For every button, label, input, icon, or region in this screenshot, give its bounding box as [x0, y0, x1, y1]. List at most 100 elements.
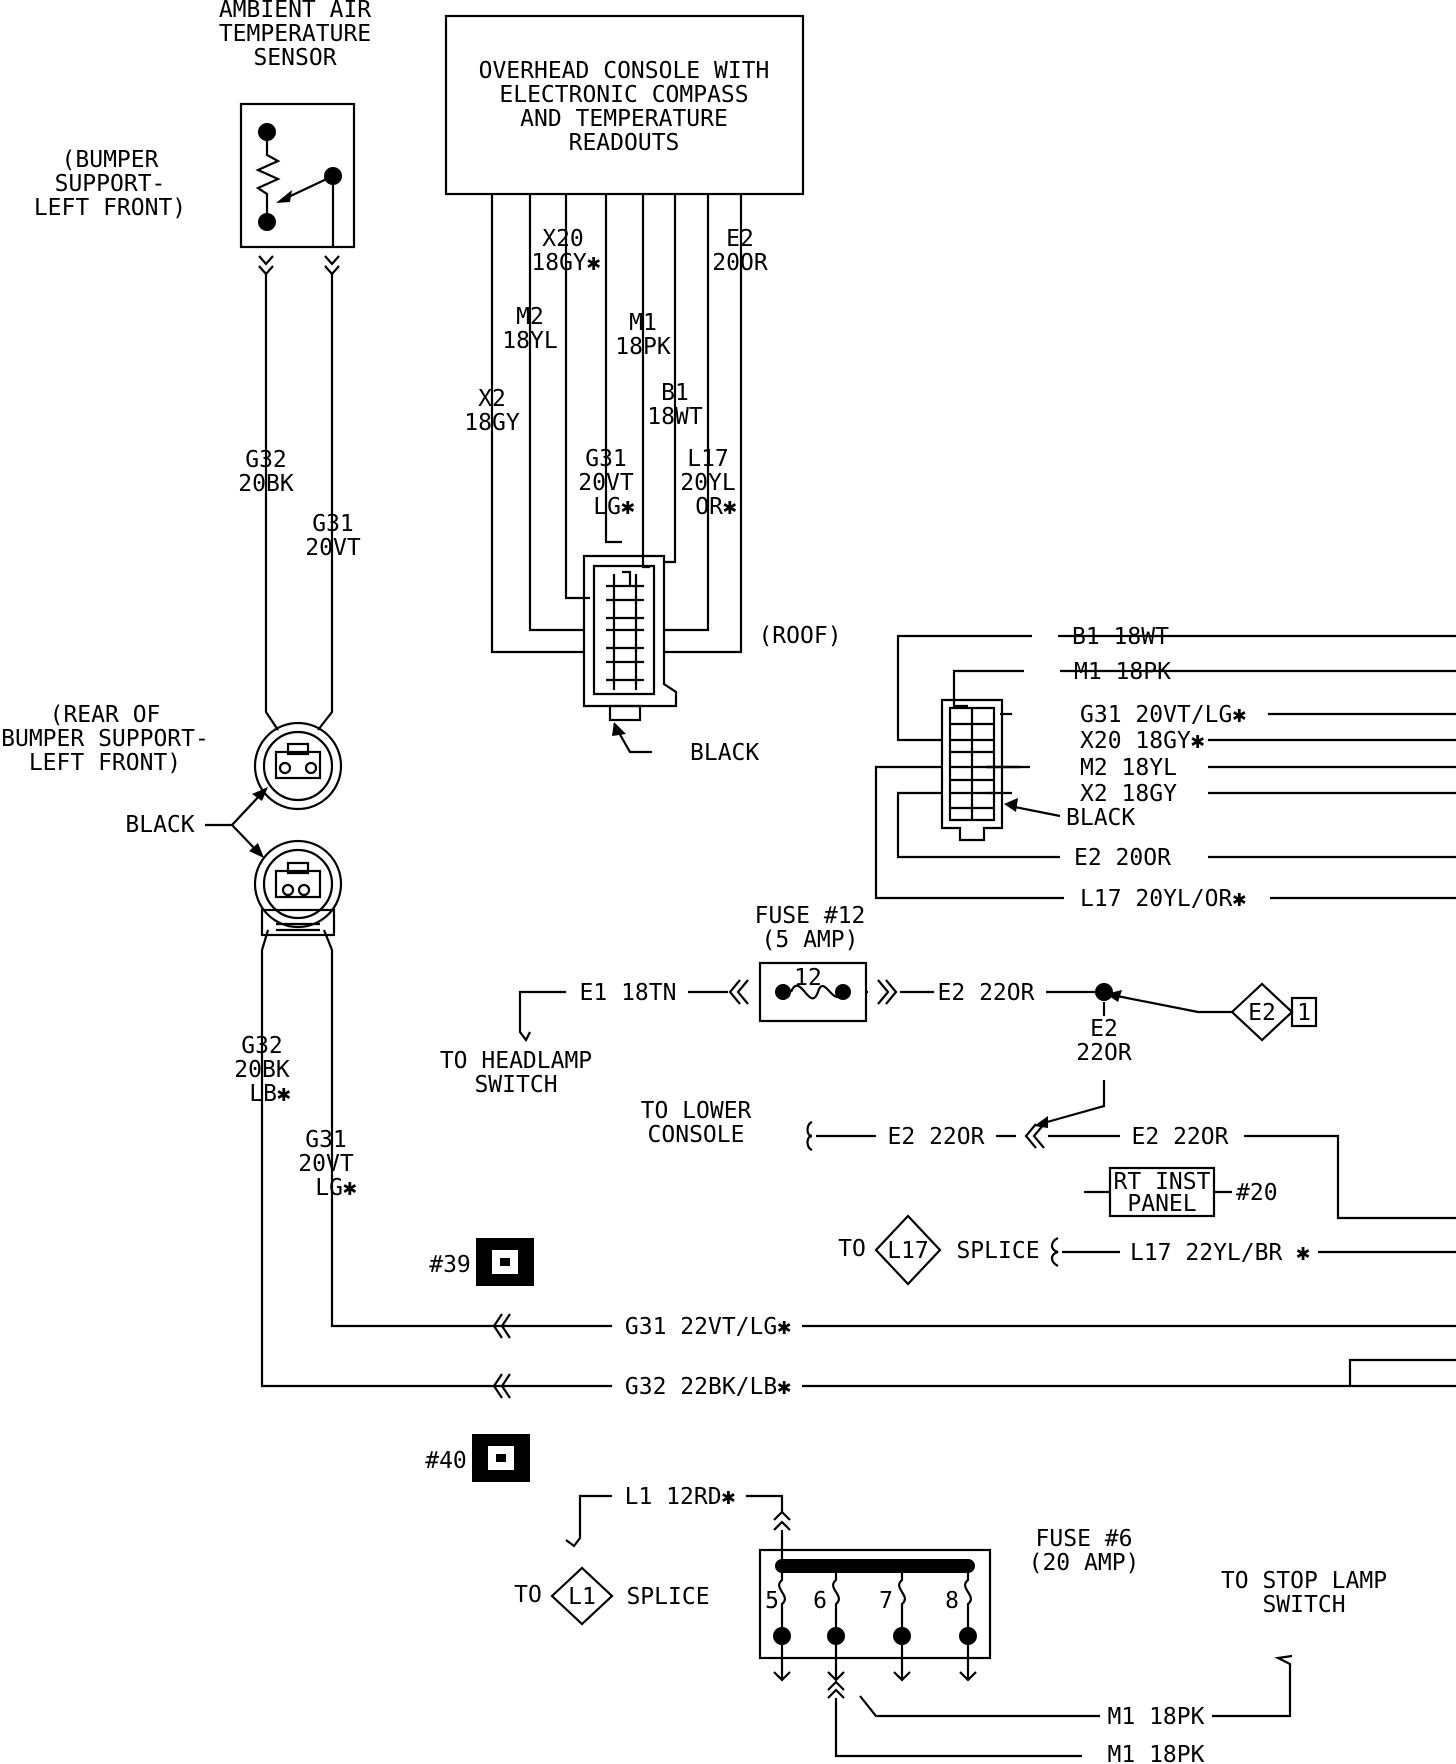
headlamp-1: TO HEADLAMP: [440, 1048, 592, 1074]
fuse6-pin5: 5: [765, 1588, 779, 1614]
ref-40-icon: [472, 1434, 530, 1482]
headlamp-2: SWITCH: [474, 1072, 557, 1098]
roof-connector: [582, 554, 678, 754]
rt-inst-line1: RT INST: [1114, 1169, 1211, 1195]
rc-m1: M1 18PK: [1074, 659, 1171, 685]
wire-x2-spec: 18GY: [464, 410, 520, 436]
wire-g31-spec: 20VT: [578, 470, 634, 496]
wire-l17-spec2: OR✱: [695, 494, 737, 520]
e2-drop-spec: 22OR: [1076, 1040, 1132, 1066]
wire-g31-code: G31: [585, 446, 627, 472]
wire-g31-spec2: LG✱: [593, 494, 635, 520]
sensor-g32-code: G32: [245, 447, 287, 473]
wire-m1-code: M1: [629, 310, 657, 336]
console-title-4: READOUTS: [569, 130, 680, 156]
lower-g32-spec: 20BK: [234, 1057, 290, 1083]
ref-40: #40: [425, 1448, 467, 1474]
rc-x2: X2 18GY: [1080, 781, 1177, 807]
console-title-1: OVERHEAD CONSOLE WITH: [479, 58, 770, 84]
fuse12-rating: (5 AMP): [762, 927, 859, 953]
sensor-g31-code: G31: [312, 511, 354, 537]
black-connector-leaders: [205, 787, 268, 858]
ref-39: #39: [429, 1252, 471, 1278]
fuse6-pin8: 8: [945, 1588, 959, 1614]
bumper-connector-female: [253, 839, 343, 937]
l1-code: L1: [568, 1584, 596, 1610]
fuse6-pin7: 7: [879, 1588, 893, 1614]
lower-g31-code: G31: [305, 1127, 347, 1153]
rc-black: BLACK: [1066, 805, 1135, 831]
m1-outputs: [827, 1654, 1293, 1758]
fuse12-number: 12: [794, 965, 822, 991]
rear-bumper-2: BUMPER SUPPORT-: [1, 726, 209, 752]
rc-x20: X20 18GY✱: [1080, 728, 1205, 754]
fuse12-symbol: [518, 961, 934, 1043]
lower-g31-spec: 20VT: [298, 1151, 354, 1177]
bumper-connector-male: [253, 721, 343, 811]
wire-x20-spec: 18GY✱: [531, 250, 600, 276]
wire-m1-spec: 18PK: [615, 334, 671, 360]
stop-lamp-1: TO STOP LAMP: [1221, 1568, 1387, 1594]
lower-console-2: CONSOLE: [648, 1122, 745, 1148]
lower-console-wire-left: E2 22OR: [888, 1124, 985, 1150]
l1-splice-word: SPLICE: [626, 1584, 709, 1610]
rc-e2: E2 20OR: [1074, 845, 1171, 871]
l1-to: TO: [514, 1582, 542, 1608]
g31-bottom-label: G31 22VT/LG✱: [625, 1314, 791, 1340]
sensor-title-2: TEMPERATURE: [219, 21, 371, 47]
l17-splice-diamond: [874, 1214, 942, 1286]
m1-output-a: M1 18PK: [1108, 1704, 1205, 1730]
l1-wire-label: L1 12RD✱: [625, 1484, 736, 1510]
wire-e2-code: E2: [726, 226, 754, 252]
sensor-g31-spec: 20VT: [305, 535, 361, 561]
bottom-wire-breaks: [492, 1310, 1456, 1402]
lower-console-1: TO LOWER: [641, 1098, 752, 1124]
e2-drop-code: E2: [1090, 1016, 1118, 1042]
rc-b1: B1 18WT: [1072, 624, 1169, 650]
rc-l17: L17 20YL/OR✱: [1080, 886, 1246, 912]
rear-bumper-3: LEFT FRONT): [29, 750, 181, 776]
lower-console-wire-right: E2 22OR: [1132, 1124, 1229, 1150]
rt-inst-ref: #20: [1236, 1180, 1278, 1206]
ambient-sensor-symbol: [239, 102, 356, 249]
l17-code: L17: [887, 1238, 929, 1264]
fuse12-left-wire: E1 18TN: [580, 980, 677, 1006]
e2-splice-node: [1034, 983, 1232, 1128]
wire-x2-code: X2: [478, 386, 506, 412]
rt-inst-panel-box: [1084, 1166, 1232, 1218]
wire-m2-spec: 18YL: [502, 328, 557, 354]
l1-wire: [565, 1494, 791, 1562]
overhead-console-box: [444, 14, 805, 196]
right-connector-body: [940, 698, 1061, 842]
e2-splice-diamond: [1230, 982, 1318, 1042]
rc-m2: M2 18YL: [1080, 755, 1177, 781]
l17-wire: [1050, 1237, 1456, 1267]
wire-m2-code: M2: [516, 304, 544, 330]
sensor-title-3: SENSOR: [253, 45, 336, 71]
e2-splice-pin: 1: [1297, 1000, 1311, 1026]
rt-inst-line2: PANEL: [1127, 1191, 1196, 1217]
ref-39-icon: [476, 1238, 534, 1286]
sensor-pigtail-wires: [258, 255, 340, 731]
wire-x20-code: X20: [542, 226, 584, 252]
lower-g31-spec2: LG✱: [315, 1175, 357, 1201]
wire-e2-spec: 20OR: [712, 250, 768, 276]
fuse12-right-wire: E2 22OR: [938, 980, 1035, 1006]
rc-g31: G31 20VT/LG✱: [1080, 702, 1246, 728]
sensor-location-2: SUPPORT-: [55, 171, 166, 197]
sensor-location-3: LEFT FRONT): [34, 195, 186, 221]
fuse6-rating: (20 AMP): [1029, 1550, 1140, 1576]
rear-bumper-1: (REAR OF: [50, 702, 161, 728]
fuse6-block: [758, 1548, 992, 1682]
sensor-g32-spec: 20BK: [238, 471, 294, 497]
sensor-location-1: (BUMPER: [62, 147, 159, 173]
wire-l17-spec: 20YL: [680, 470, 735, 496]
wire-b1-spec: 18WT: [647, 404, 703, 430]
stop-lamp-2: SWITCH: [1262, 1592, 1345, 1618]
sensor-title-1: AMBIENT AIR: [219, 0, 371, 23]
right-connector-wires: [874, 634, 1456, 900]
console-harness-wires: [490, 194, 743, 654]
l17-splice-word: SPLICE: [956, 1238, 1039, 1264]
m1-output-b: M1 18PK: [1108, 1742, 1205, 1764]
